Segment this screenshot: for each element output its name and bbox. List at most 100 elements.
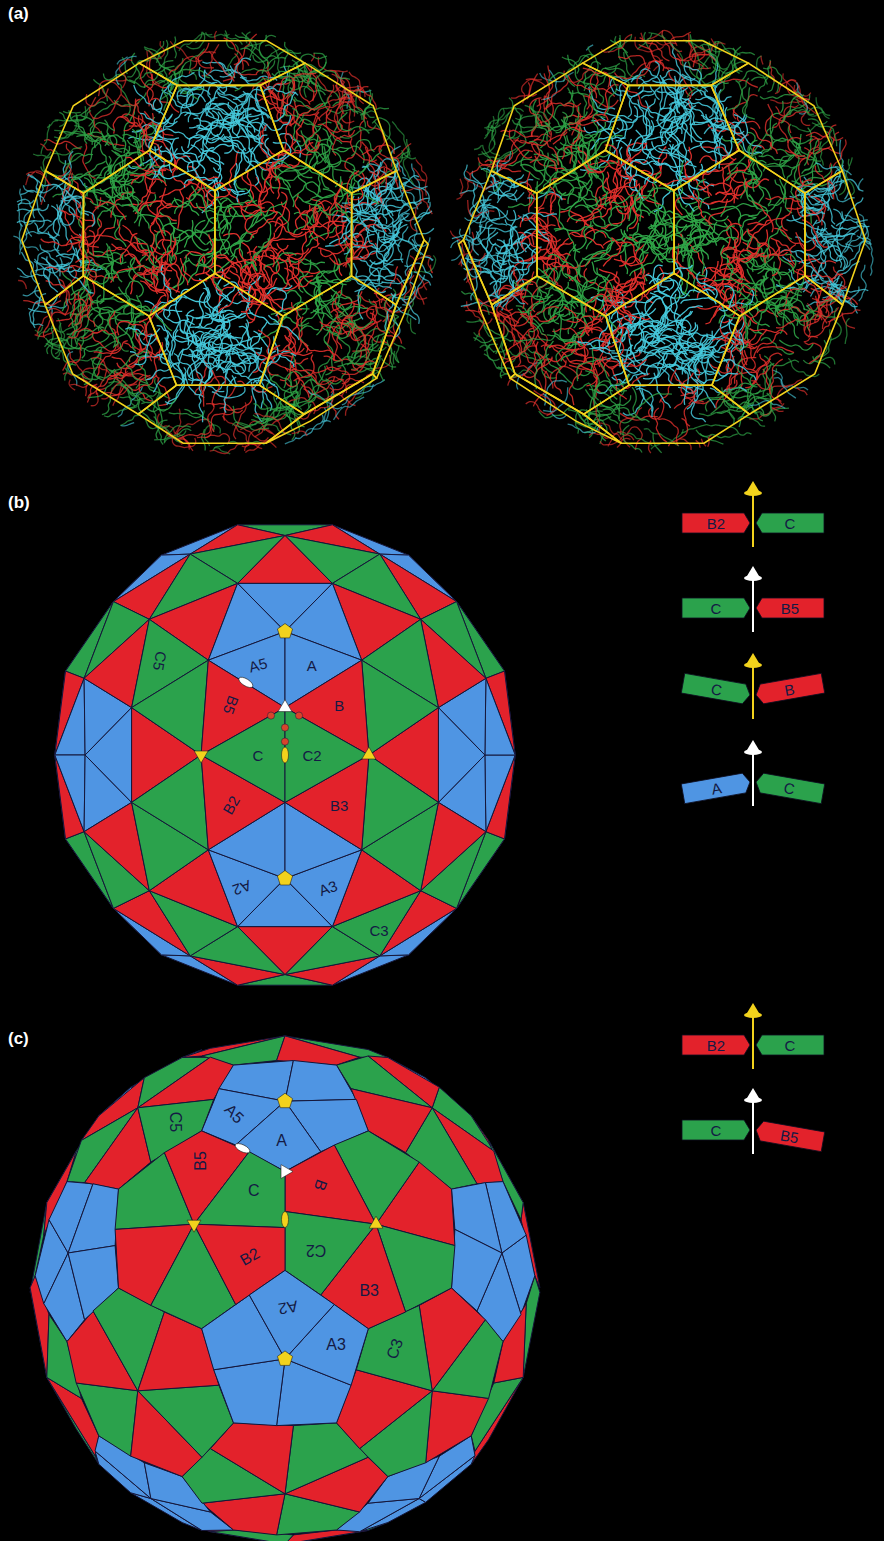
protein-ribbon	[341, 303, 354, 337]
protein-ribbon	[140, 113, 172, 123]
protein-ribbon	[138, 115, 144, 154]
protein-ribbon	[330, 304, 368, 310]
protein-ribbon	[362, 218, 386, 242]
protein-ribbon	[33, 154, 46, 156]
protein-ribbon	[61, 329, 90, 349]
protein-ribbon	[273, 92, 296, 121]
protein-ribbon	[89, 97, 100, 132]
protein-ribbon	[211, 411, 235, 432]
protein-ribbon	[255, 201, 286, 223]
protein-ribbon	[124, 343, 158, 358]
protein-ribbon	[53, 149, 83, 164]
protein-ribbon	[123, 225, 148, 254]
protein-ribbon	[63, 111, 81, 113]
protein-ribbon	[253, 403, 281, 420]
protein-ribbon	[259, 172, 270, 209]
protein-ribbon	[619, 381, 624, 419]
protein-ribbon	[340, 78, 347, 114]
protein-ribbon	[304, 344, 334, 361]
protein-ribbon	[247, 305, 279, 324]
protein-ribbon	[331, 379, 364, 393]
protein-ribbon	[29, 301, 43, 326]
protein-ribbon	[727, 153, 759, 175]
protein-ribbon	[111, 265, 145, 282]
protein-ribbon	[771, 407, 784, 411]
protein-ribbon	[342, 375, 372, 396]
protein-ribbon	[627, 126, 653, 151]
protein-ribbon	[403, 149, 413, 185]
protein-ribbon	[337, 121, 370, 133]
protein-ribbon	[285, 437, 296, 444]
protein-ribbon	[89, 289, 108, 320]
protein-ribbon	[340, 125, 376, 138]
protein-ribbon	[173, 230, 205, 245]
protein-ribbon	[41, 239, 79, 246]
protein-ribbon	[180, 329, 198, 358]
protein-ribbon	[219, 219, 229, 255]
protein-ribbon	[213, 254, 240, 277]
protein-ribbon	[252, 384, 262, 422]
protein-ribbon	[108, 311, 119, 346]
protein-ribbon	[703, 71, 739, 85]
protein-ribbon	[313, 258, 340, 280]
protein-ribbon	[157, 242, 175, 276]
protein-ribbon	[148, 41, 164, 59]
protein-ribbon	[319, 85, 334, 119]
protein-ribbon	[191, 145, 224, 165]
lattice-outline	[259, 276, 396, 414]
protein-ribbon	[812, 123, 837, 147]
protein-ribbon	[70, 384, 87, 387]
protein-ribbon	[639, 321, 675, 329]
protein-ribbon	[69, 379, 75, 390]
protein-ribbon	[321, 244, 352, 257]
protein-ribbon	[286, 134, 312, 155]
protein-ribbon	[716, 183, 747, 196]
protein-ribbon	[236, 183, 252, 213]
protein-ribbon	[305, 171, 322, 202]
protein-ribbon	[67, 351, 100, 366]
protein-ribbon	[67, 352, 76, 386]
protein-ribbon	[313, 373, 344, 385]
protein-ribbon	[137, 201, 171, 214]
protein-ribbon	[711, 206, 741, 220]
protein-ribbon	[350, 139, 376, 162]
protein-ribbon	[264, 253, 297, 270]
protein-ribbon	[615, 408, 649, 423]
protein-ribbon	[360, 216, 391, 232]
protein-ribbon	[392, 122, 410, 157]
protein-ribbon	[169, 410, 205, 417]
protein-ribbon	[275, 192, 287, 226]
protein-ribbon	[26, 171, 52, 185]
protein-ribbon	[402, 188, 429, 208]
protein-ribbon	[353, 263, 380, 280]
protein-ribbon	[609, 280, 643, 293]
protein-ribbon	[335, 195, 359, 222]
protein-ribbon	[157, 355, 187, 380]
protein-ribbon	[138, 351, 149, 383]
lattice-outline	[215, 150, 352, 316]
protein-ribbon	[205, 403, 214, 437]
protein-ribbon	[682, 311, 696, 341]
protein-ribbon	[140, 278, 170, 291]
protein-ribbon	[284, 42, 288, 67]
protein-ribbon	[351, 344, 369, 370]
protein-ribbon	[59, 279, 69, 315]
protein-ribbon	[212, 370, 219, 406]
protein-ribbon	[231, 91, 246, 124]
protein-ribbon	[258, 177, 278, 202]
protein-ribbon	[105, 135, 126, 153]
protein-ribbon	[618, 240, 628, 275]
protein-ribbon	[183, 155, 207, 185]
protein-ribbon	[115, 216, 127, 247]
protein-ribbon	[277, 161, 312, 177]
protein-ribbon	[287, 257, 320, 273]
protein-ribbon	[561, 244, 576, 278]
protein-ribbon	[328, 216, 344, 251]
protein-ribbon	[126, 363, 154, 388]
protein-ribbon	[74, 126, 106, 142]
protein-ribbon	[73, 305, 92, 336]
protein-ribbon	[333, 130, 355, 155]
protein-ribbon	[193, 194, 213, 223]
